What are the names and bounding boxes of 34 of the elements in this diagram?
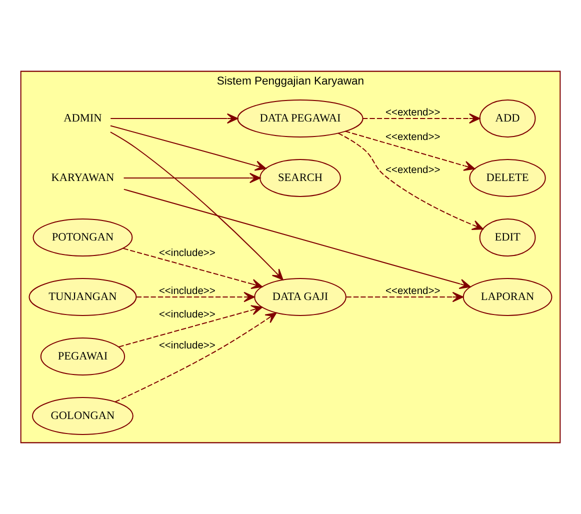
edge-label: <<include>>: [158, 286, 216, 297]
arrow: [114, 312, 277, 402]
node-ellipse: EDIT: [479, 218, 536, 256]
edge-label: <<extend>>: [385, 286, 440, 297]
node-ellipse: SEARCH: [260, 159, 341, 197]
arrow: [136, 292, 255, 302]
node-ellipse: LAPORAN: [462, 278, 552, 316]
edge-label: <<include>>: [158, 248, 216, 259]
node-ellipse: POTONGAN: [32, 218, 133, 256]
node-text: ADMIN: [64, 112, 102, 124]
node-text: KARYAWAN: [51, 172, 114, 184]
edge-label: <<extend>>: [385, 132, 440, 144]
node-ellipse: DATA GAJI: [254, 278, 346, 316]
edge-label: <<extend>>: [385, 164, 440, 176]
node-ellipse: TUNJANGAN: [28, 278, 137, 316]
node-ellipse: GOLONGAN: [32, 397, 134, 435]
arrow: [345, 130, 476, 171]
arrow: [362, 113, 480, 124]
edge-label: <<include>>: [158, 310, 216, 321]
node-ellipse: ADD: [479, 100, 536, 138]
node-ellipse: DATA PEGAWAI: [237, 100, 364, 138]
arrow: [110, 113, 238, 124]
arrow: [110, 132, 284, 280]
arrow: [110, 125, 266, 171]
node-ellipse: PEGAWAI: [40, 338, 126, 376]
node-ellipse: DELETE: [469, 159, 546, 197]
arrow: [124, 188, 471, 289]
arrow: [338, 132, 484, 230]
arrow: [118, 305, 262, 348]
arrow: [124, 172, 261, 184]
arrow: [123, 248, 263, 289]
edge-label: <<extend>>: [385, 107, 440, 118]
arrow: [346, 292, 464, 302]
edge-label: <<include>>: [158, 340, 216, 352]
